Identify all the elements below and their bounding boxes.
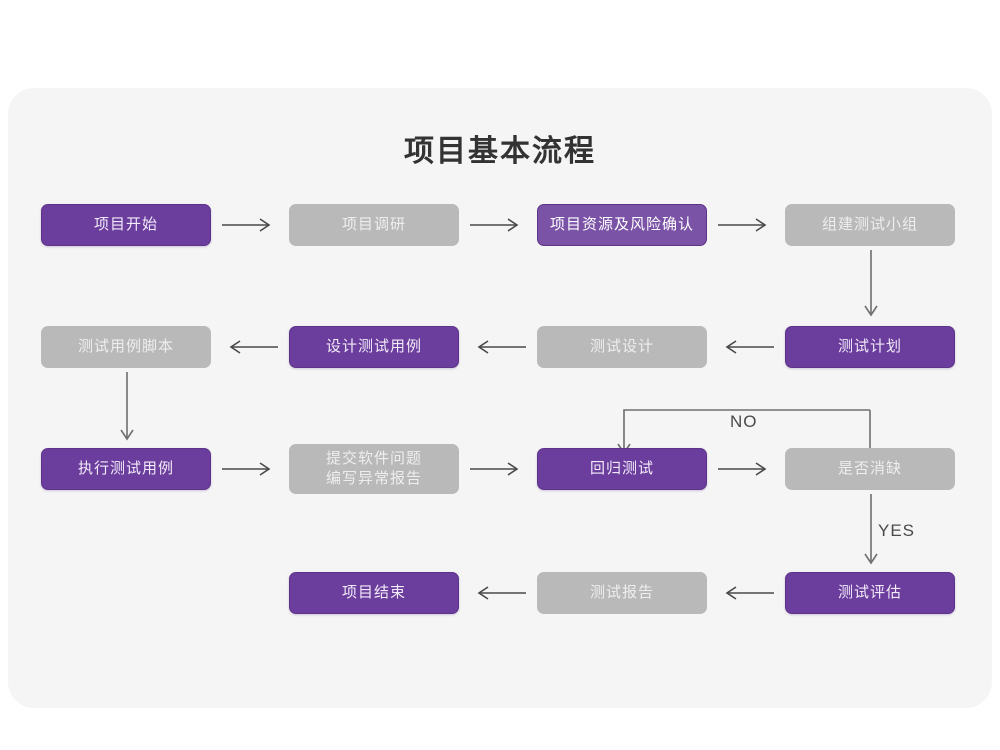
- node-label: 组建测试小组: [821, 216, 918, 233]
- arrow-down-n5-n9: [116, 372, 138, 448]
- node-defect-resolved-decision[interactable]: 是否消缺: [785, 448, 955, 490]
- node-form-test-team[interactable]: 组建测试小组: [785, 204, 955, 246]
- node-label: 测试设计: [589, 338, 654, 355]
- node-label-line2: 编写异常报告: [325, 470, 422, 487]
- arrow-left-n14-n13: [470, 582, 526, 604]
- arrow-right-n1-n2: [222, 214, 278, 236]
- arrow-down-n4-n8: [860, 250, 882, 324]
- node-test-evaluation[interactable]: 测试评估: [785, 572, 955, 614]
- node-project-research[interactable]: 项目调研: [289, 204, 459, 246]
- node-label: 项目调研: [341, 216, 406, 233]
- node-label: 是否消缺: [837, 460, 902, 477]
- node-design-testcase[interactable]: 设计测试用例: [289, 326, 459, 368]
- node-project-start[interactable]: 项目开始: [41, 204, 211, 246]
- node-label-line1: 提交软件问题: [325, 450, 422, 467]
- arrow-yes-branch-n12-n15: [860, 494, 882, 572]
- node-submit-issue-report[interactable]: 提交软件问题 编写异常报告: [289, 444, 459, 494]
- node-label: 执行测试用例: [77, 460, 174, 477]
- node-label: 测试用例脚本: [77, 338, 174, 355]
- node-test-design[interactable]: 测试设计: [537, 326, 707, 368]
- arrow-right-n2-n3: [470, 214, 526, 236]
- branch-label-no: NO: [730, 412, 758, 431]
- arrow-left-n15-n14: [718, 582, 774, 604]
- node-label: 回归测试: [589, 460, 654, 477]
- node-project-end[interactable]: 项目结束: [289, 572, 459, 614]
- node-testcase-script[interactable]: 测试用例脚本: [41, 326, 211, 368]
- flowchart-panel: [8, 88, 992, 708]
- node-regression-test[interactable]: 回归测试: [537, 448, 707, 490]
- page-title: 项目基本流程: [404, 135, 596, 168]
- arrow-right-n9-n10: [222, 458, 278, 480]
- branch-label-yes: YES: [878, 521, 916, 540]
- node-label: 测试报告: [589, 584, 654, 601]
- node-execute-testcase[interactable]: 执行测试用例: [41, 448, 211, 490]
- node-test-plan[interactable]: 测试计划: [785, 326, 955, 368]
- node-label: 项目资源及风险确认: [549, 216, 694, 233]
- arrow-right-n3-n4: [718, 214, 774, 236]
- arrow-left-n6-n5: [222, 336, 278, 358]
- arrow-left-n7-n6: [470, 336, 526, 358]
- arrow-left-n8-n7: [718, 336, 774, 358]
- arrow-right-n11-n12: [718, 458, 774, 480]
- node-label: 测试评估: [837, 584, 902, 601]
- node-test-report[interactable]: 测试报告: [537, 572, 707, 614]
- arrow-right-n10-n11: [470, 458, 526, 480]
- node-label: 测试计划: [837, 338, 902, 355]
- node-resource-risk-confirm[interactable]: 项目资源及风险确认: [537, 204, 707, 246]
- node-label: 设计测试用例: [325, 338, 422, 355]
- node-label: 项目开始: [93, 216, 158, 233]
- node-label: 项目结束: [341, 584, 406, 601]
